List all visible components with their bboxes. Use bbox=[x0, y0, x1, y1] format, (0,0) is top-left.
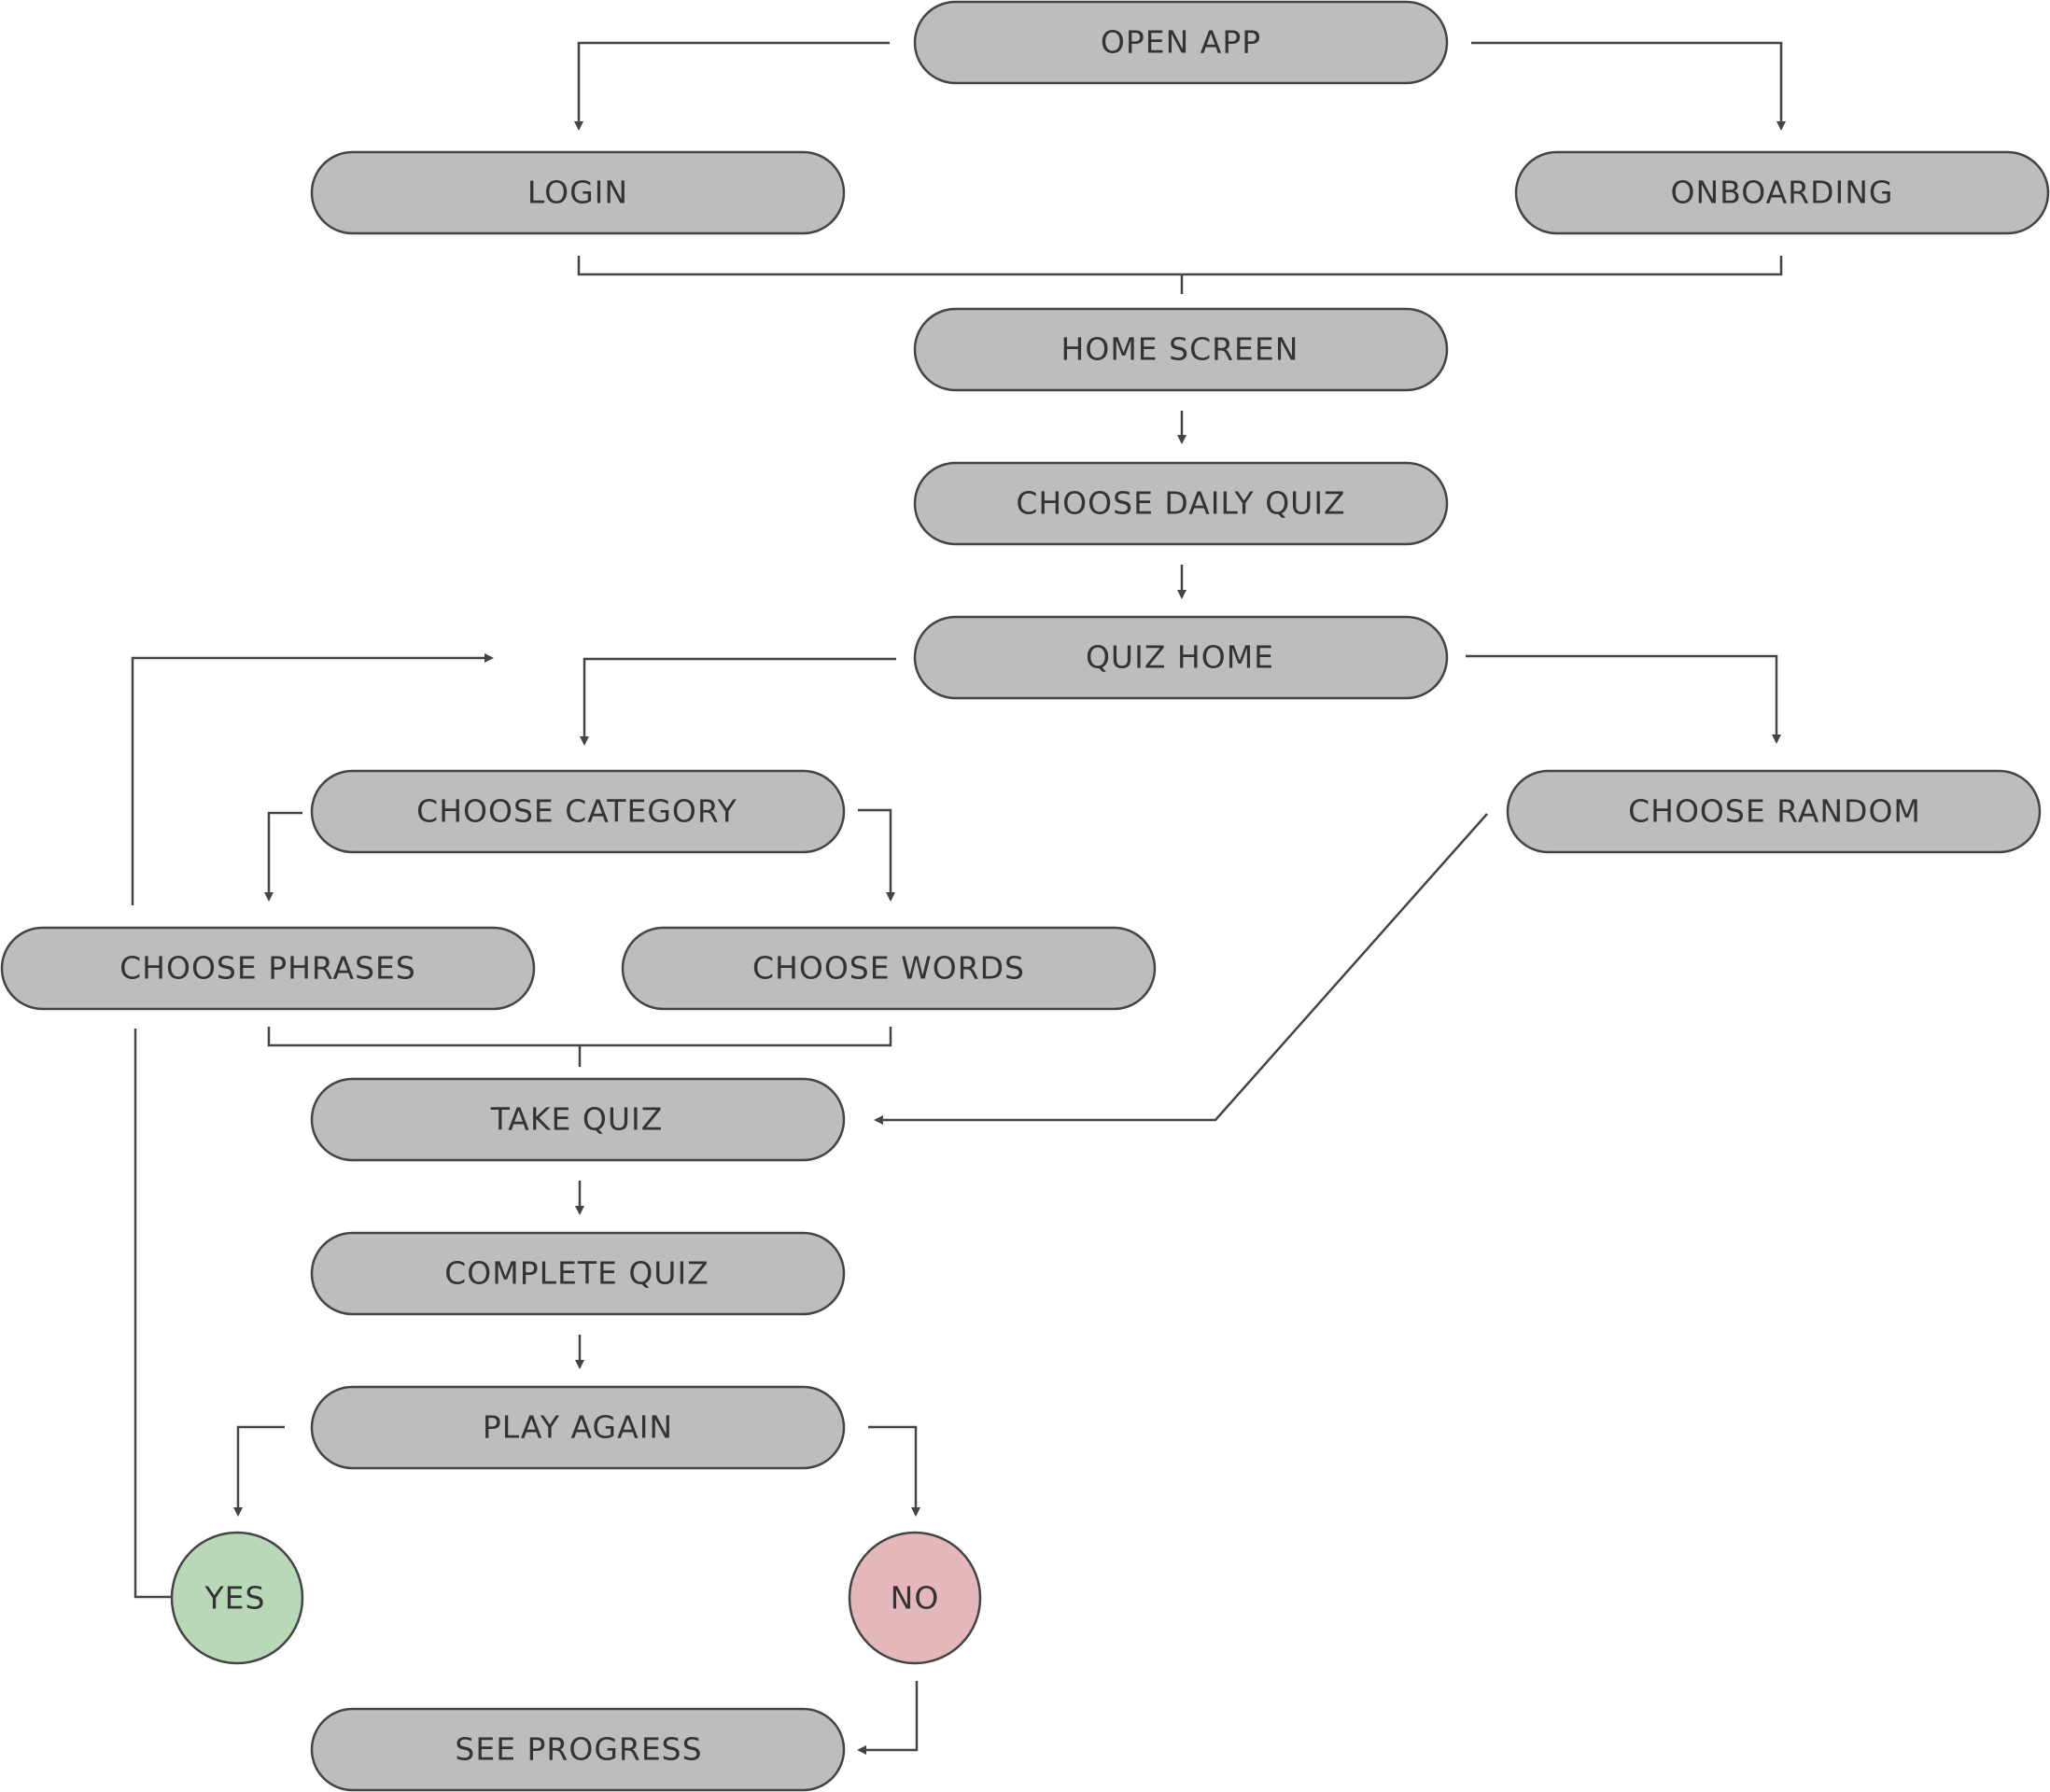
edge-open-app-to-onboarding bbox=[1471, 41, 1786, 131]
node-home-screen: HOME SCREEN bbox=[913, 307, 1449, 392]
node-onboarding-label: ONBOARDING bbox=[1670, 175, 1893, 211]
node-play-again: PLAY AGAIN bbox=[310, 1385, 846, 1470]
node-quiz-home: QUIZ HOME bbox=[913, 615, 1449, 700]
node-home-screen-label: HOME SCREEN bbox=[1061, 331, 1299, 368]
node-choose-daily-quiz: CHOOSE DAILY QUIZ bbox=[913, 461, 1449, 546]
node-take-quiz-label: TAKE QUIZ bbox=[490, 1101, 664, 1138]
edge-category-to-phrases bbox=[264, 811, 302, 902]
node-yes: YES bbox=[170, 1531, 304, 1665]
node-quiz-home-label: QUIZ HOME bbox=[1086, 639, 1274, 676]
edge-play-again-to-yes bbox=[233, 1425, 285, 1517]
edge-yes-loop-back bbox=[133, 1029, 172, 1599]
edge-login-onboarding-merge bbox=[577, 256, 1783, 276]
node-complete-quiz-label: COMPLETE QUIZ bbox=[444, 1255, 709, 1292]
node-choose-phrases: CHOOSE PHRASES bbox=[0, 926, 536, 1011]
node-choose-words: CHOOSE WORDS bbox=[621, 926, 1157, 1011]
connectors bbox=[131, 41, 1786, 1755]
node-see-progress: SEE PROGRESS bbox=[310, 1707, 846, 1792]
edge-no-to-see-progress bbox=[857, 1681, 919, 1755]
node-see-progress-label: SEE PROGRESS bbox=[455, 1731, 702, 1768]
node-open-app: OPEN APP bbox=[913, 0, 1449, 85]
edge-category-to-words bbox=[858, 808, 895, 902]
node-choose-daily-quiz-label: CHOOSE DAILY QUIZ bbox=[1016, 485, 1345, 522]
edge-open-app-to-login bbox=[574, 41, 890, 131]
edge-random-to-take-quiz bbox=[874, 813, 1488, 1125]
node-login-label: LOGIN bbox=[527, 175, 628, 211]
node-choose-phrases-label: CHOOSE PHRASES bbox=[119, 950, 416, 987]
edge-loop-back-to-category bbox=[131, 653, 494, 905]
node-choose-category-label: CHOOSE CATEGORY bbox=[416, 793, 737, 830]
node-complete-quiz: COMPLETE QUIZ bbox=[310, 1231, 846, 1316]
node-no: NO bbox=[848, 1531, 982, 1665]
node-choose-random: CHOOSE RANDOM bbox=[1506, 769, 2042, 854]
edge-play-again-to-no bbox=[868, 1425, 920, 1517]
node-login: LOGIN bbox=[310, 150, 846, 235]
node-choose-category: CHOOSE CATEGORY bbox=[310, 769, 846, 854]
node-onboarding: ONBOARDING bbox=[1514, 150, 2050, 235]
node-open-app-label: OPEN APP bbox=[1101, 24, 1261, 61]
node-choose-random-label: CHOOSE RANDOM bbox=[1628, 793, 1921, 830]
node-no-label: NO bbox=[891, 1580, 940, 1617]
node-take-quiz: TAKE QUIZ bbox=[310, 1077, 846, 1162]
node-yes-label: YES bbox=[204, 1580, 266, 1617]
edge-quiz-home-to-category bbox=[580, 657, 896, 746]
edge-quiz-home-to-random bbox=[1466, 654, 1781, 744]
edge-phrases-words-merge bbox=[267, 1027, 892, 1047]
node-choose-words-label: CHOOSE WORDS bbox=[752, 950, 1025, 987]
node-play-again-label: PLAY AGAIN bbox=[483, 1409, 673, 1446]
